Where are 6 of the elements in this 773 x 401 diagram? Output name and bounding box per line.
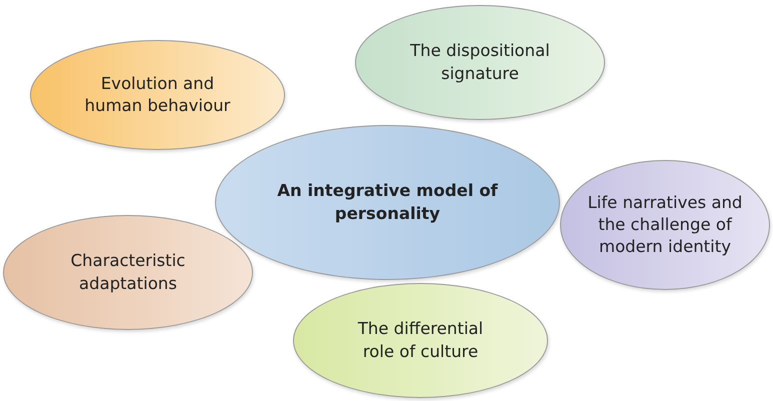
node-label: An integrative model of personality (276, 180, 499, 225)
node-label: Life narratives and the challenge of modern identity (586, 192, 744, 258)
node-label: The dispositional signature (409, 40, 551, 84)
node-label: The differential role of culture (356, 318, 484, 362)
node-label: Evolution and human behaviour (84, 72, 232, 117)
node-label: Characteristic adaptations (70, 250, 186, 294)
